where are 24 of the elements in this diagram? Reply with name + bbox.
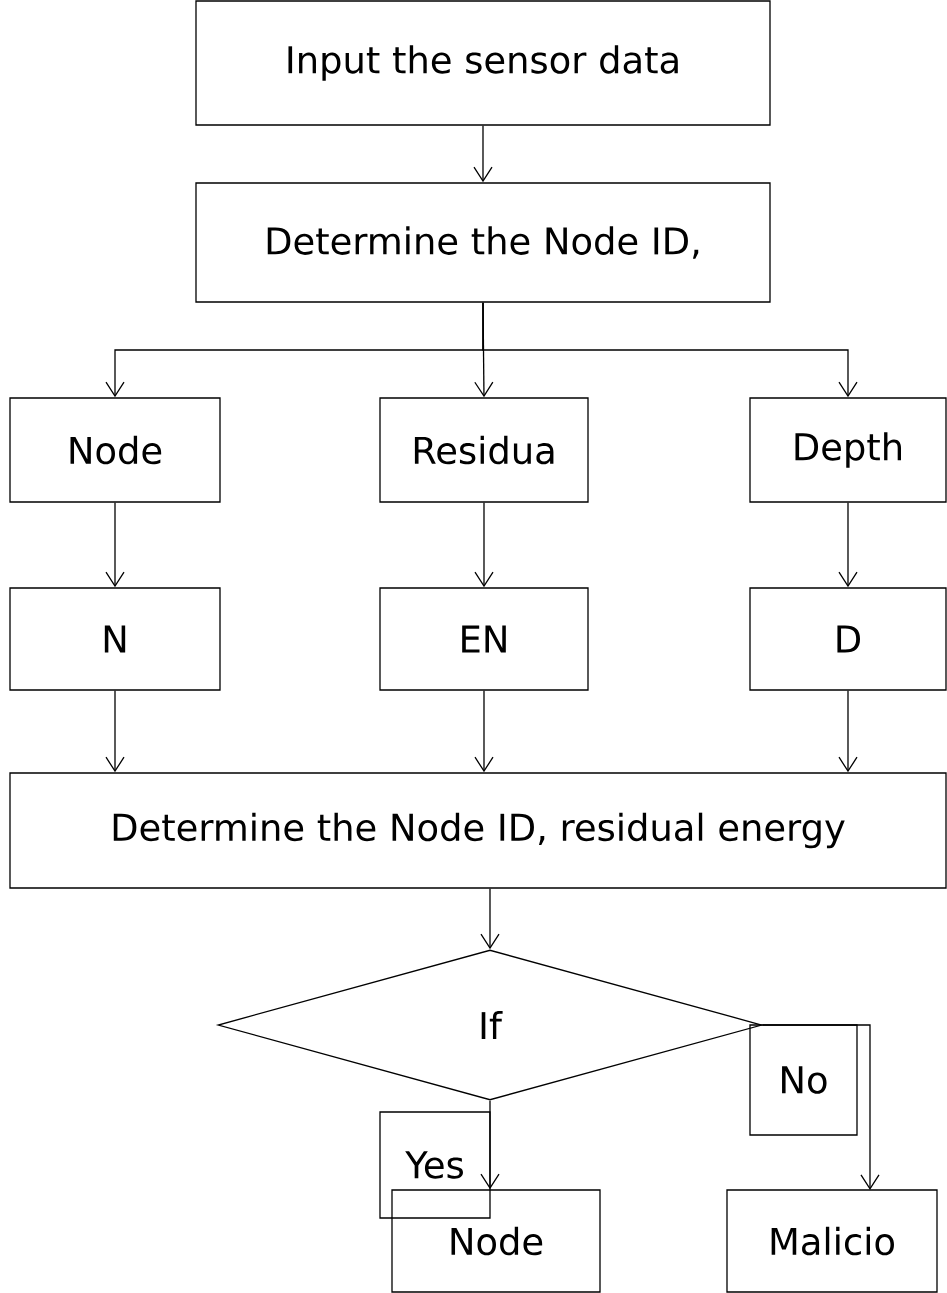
process-box: Determine the Node ID, residual energy — [9, 772, 947, 889]
process-box: N — [9, 587, 221, 691]
process-box: Malicio — [726, 1189, 938, 1293]
process-box: Residua — [379, 397, 589, 503]
arrow — [474, 690, 494, 773]
arrow — [474, 502, 494, 588]
arrow — [480, 888, 500, 950]
process-box: Input the sensor data — [195, 0, 771, 126]
process-box: Determine the Node ID, — [195, 182, 771, 303]
arrow — [482, 302, 858, 398]
arrow — [105, 502, 125, 588]
arrow — [762, 1024, 880, 1190]
arrow — [473, 125, 493, 183]
arrow — [480, 1100, 500, 1190]
process-box: Node — [391, 1189, 601, 1293]
process-box: EN — [379, 587, 589, 691]
arrow — [105, 690, 125, 773]
answer-label: No — [749, 1024, 858, 1136]
answer-label: Yes — [379, 1111, 491, 1219]
process-box: Depth — [749, 397, 947, 503]
process-box: Node — [9, 397, 221, 503]
process-box: D — [749, 587, 947, 691]
arrow — [838, 690, 858, 773]
arrow — [838, 502, 858, 588]
